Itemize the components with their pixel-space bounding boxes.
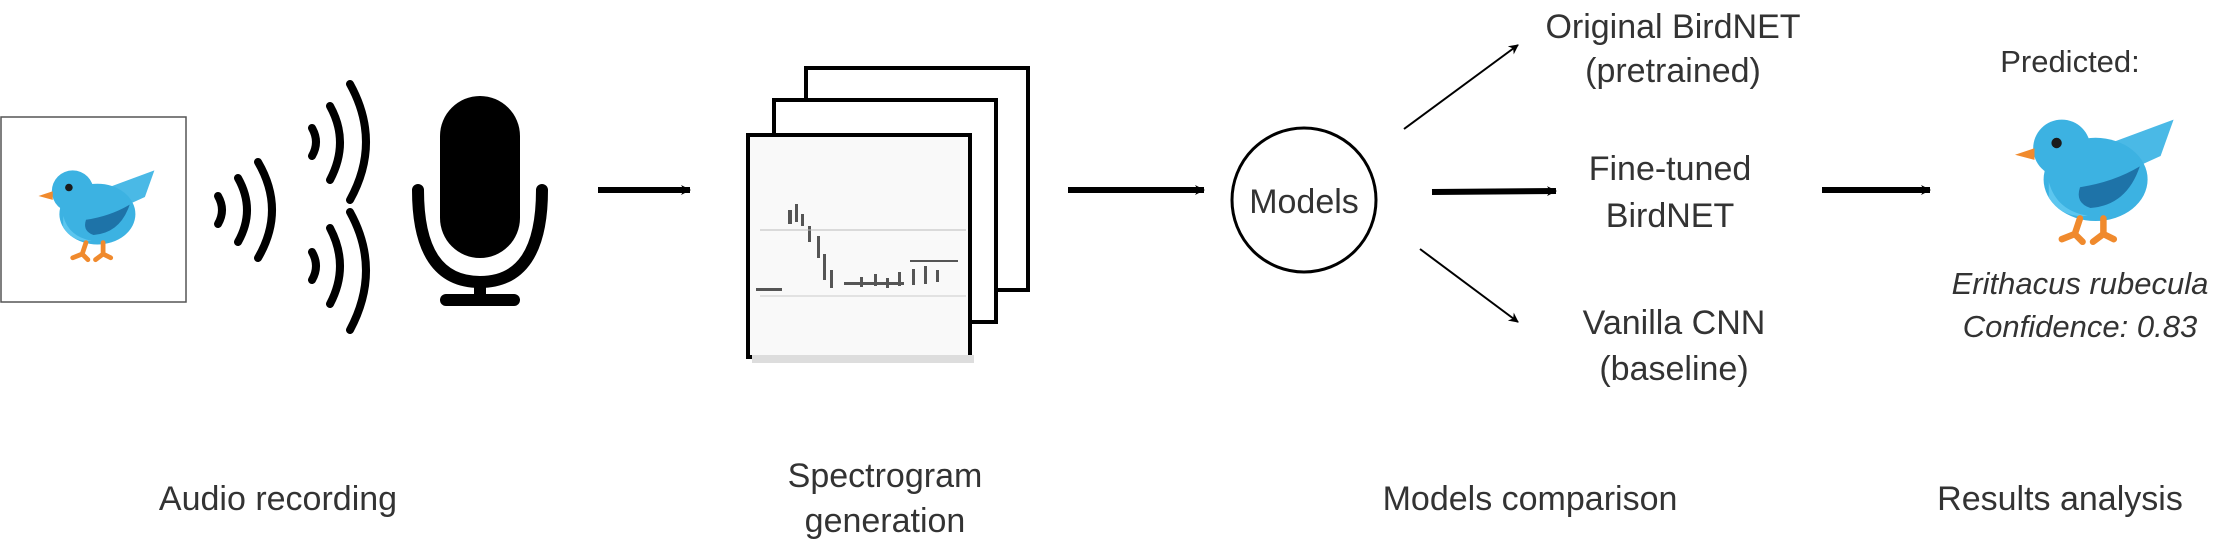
bird-icon [2015, 120, 2174, 242]
arrow-to-fine-tuned-birdnet [1431, 186, 1557, 197]
models-node-label: Models [1249, 183, 1359, 221]
models-node: Models [1230, 126, 1378, 274]
microphone-icon [412, 96, 548, 306]
model-option-line1: Vanilla CNN [1583, 304, 1766, 342]
model-option-line2: (pretrained) [1585, 52, 1761, 90]
arrow-to-vanilla-cnn [1419, 248, 1519, 323]
stage-caption-spectrogram-line2: generation [805, 502, 966, 540]
sound-waves-icon [214, 80, 370, 334]
model-option-line1: Fine-tuned [1589, 150, 1752, 188]
stage-caption-spectrogram-line1: Spectrogram [788, 457, 983, 495]
stage-caption-models-comparison: Models comparison [1383, 480, 1678, 518]
model-option-original-birdnet: Original BirdNET (pretrained) [1545, 8, 1800, 90]
model-option-fine-tuned-birdnet: Fine-tuned BirdNET [1589, 150, 1752, 235]
model-option-line2: BirdNET [1606, 197, 1734, 235]
prediction-confidence: Confidence: 0.83 [1963, 309, 2197, 344]
spectrogram-stack-icon [746, 66, 1030, 363]
predicted-species: Erithacus rubecula [1952, 266, 2209, 301]
model-option-vanilla-cnn: Vanilla CNN (baseline) [1583, 304, 1766, 388]
model-option-line1: Original BirdNET [1545, 8, 1800, 46]
model-option-line2: (baseline) [1599, 350, 1748, 388]
stage-caption-audio-recording: Audio recording [159, 480, 397, 518]
predicted-label: Predicted: [2000, 44, 2140, 79]
input-bird-box [0, 116, 187, 303]
arrow-to-original-birdnet [1403, 44, 1519, 130]
stage-caption-results-analysis: Results analysis [1937, 480, 2183, 518]
